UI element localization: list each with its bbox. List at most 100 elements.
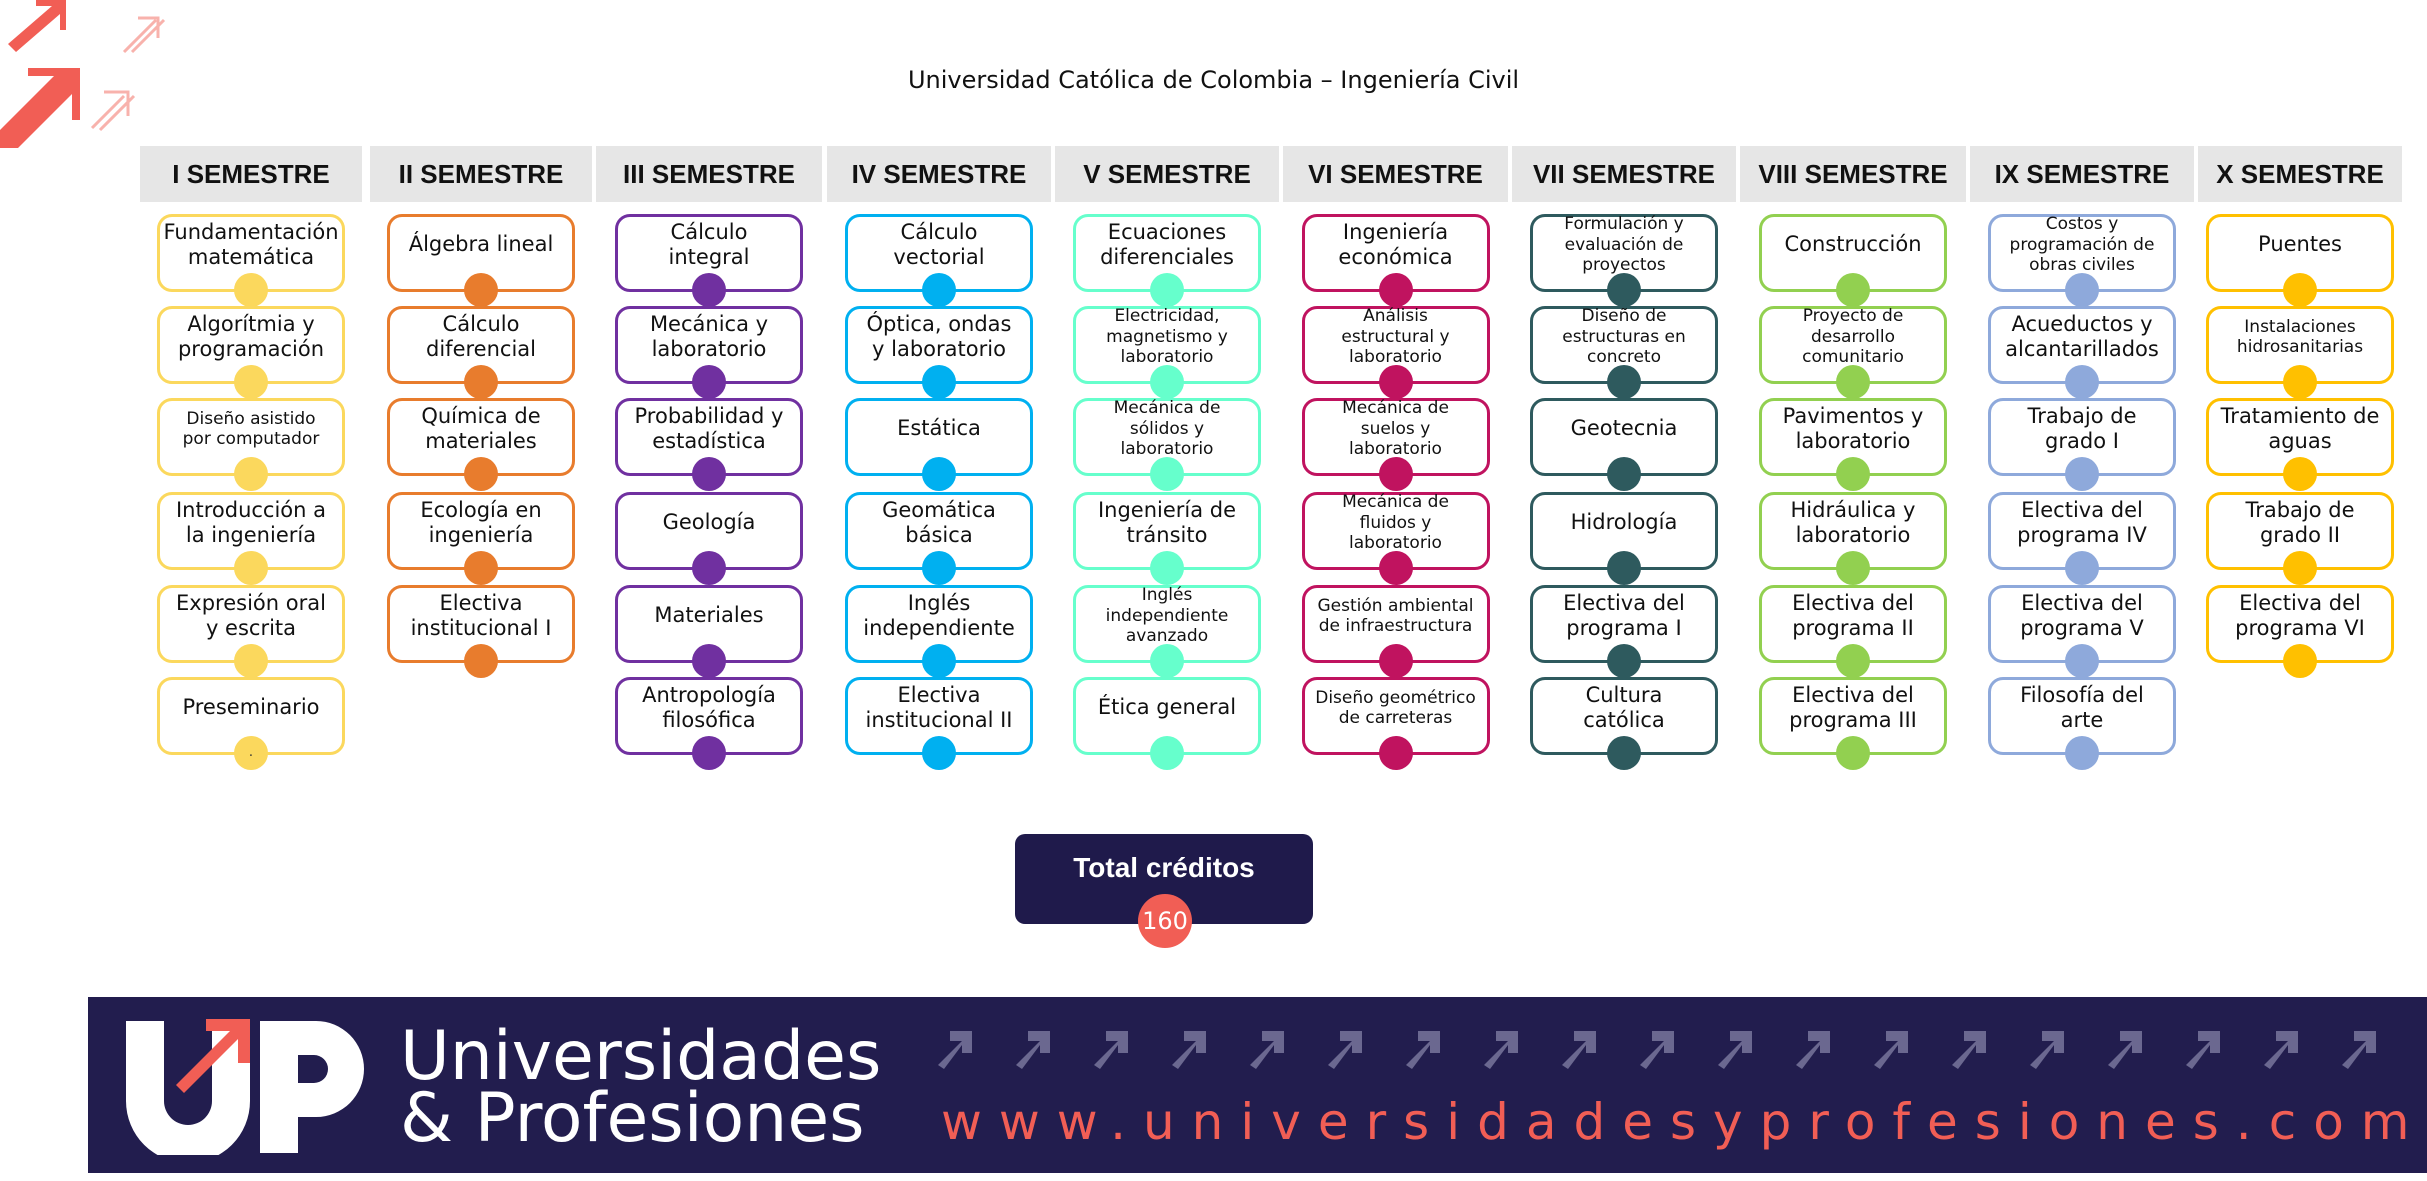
course-dot-icon xyxy=(464,644,498,678)
course-name: Probabilidad y estadística xyxy=(634,403,784,453)
course-card: Fundamentación matemática xyxy=(157,214,345,307)
course-dot-icon xyxy=(692,551,726,585)
course-card: Geomática básica xyxy=(845,492,1033,585)
arrow-icon xyxy=(176,1019,250,1093)
course-dot-icon xyxy=(464,551,498,585)
course-name: Electiva institucional II xyxy=(865,682,1013,732)
course-card: Preseminario. xyxy=(157,677,345,770)
course-dot-icon xyxy=(692,457,726,491)
course-card: Análisis estructural y laboratorio xyxy=(1301,306,1490,399)
page-title: Universidad Católica de Colombia – Ingen… xyxy=(907,66,1520,94)
course-card: Óptica, ondas y laboratorio xyxy=(845,306,1033,399)
course-dot-icon xyxy=(464,365,498,399)
course-name: Mecánica de suelos y laboratorio xyxy=(1342,398,1449,460)
course-name: Diseño geométrico de carreteras xyxy=(1315,687,1476,728)
course-card: Electiva del programa I xyxy=(1530,585,1718,678)
course-name: Algorítmia y programación xyxy=(177,311,325,361)
course-name: Electiva del programa IV xyxy=(2017,497,2147,547)
arrow-icon xyxy=(2108,1031,2142,1069)
course-dot-icon xyxy=(2065,365,2099,399)
course-card: Geotecnia xyxy=(1530,398,1718,491)
course-name: Álgebra lineal xyxy=(408,232,554,257)
course-card: Electiva del programa VI xyxy=(2206,585,2394,678)
course-dot-icon xyxy=(1607,273,1641,307)
course-dot-icon xyxy=(922,551,956,585)
course-dot-icon xyxy=(1607,644,1641,678)
course-dot-icon xyxy=(234,273,268,307)
course-card: Álgebra lineal xyxy=(387,214,575,307)
course-card: Electiva institucional II xyxy=(845,677,1033,770)
brand-name-line1: Universidades xyxy=(400,1017,882,1096)
course-card: Cultura católica xyxy=(1530,677,1718,770)
course-name: Materiales xyxy=(654,603,764,628)
course-dot-icon xyxy=(1378,551,1413,585)
course-name: Inglés independiente xyxy=(863,590,1015,640)
course-dot-icon xyxy=(1378,365,1413,399)
course-name: Trabajo de grado II xyxy=(2245,497,2355,547)
course-dot-icon xyxy=(234,551,268,585)
course-name: Análisis estructural y laboratorio xyxy=(1341,306,1450,368)
course-name: Instalaciones hidrosanitarias xyxy=(2236,316,2364,357)
course-name: Hidrología xyxy=(1570,510,1678,535)
course-name: Cultura católica xyxy=(1583,682,1665,732)
course-dot-icon xyxy=(1150,551,1184,585)
course-dot-icon xyxy=(234,457,268,491)
course-name: Tratamiento de aguas xyxy=(2220,403,2380,453)
corner-arrows-decoration xyxy=(0,0,166,148)
course-dot-icon: . xyxy=(234,736,268,770)
course-dot-icon xyxy=(922,644,956,678)
course-card: Diseño de estructuras en concreto xyxy=(1530,306,1718,399)
arrow-icon xyxy=(1016,1031,1050,1069)
arrow-icon xyxy=(1250,1031,1284,1069)
semester-header: I SEMESTRE xyxy=(140,146,362,202)
course-card: Construcción xyxy=(1759,214,1947,307)
footer-banner: Universidades & Profesiones www.universi… xyxy=(88,997,2427,1173)
course-dot-icon xyxy=(692,644,726,678)
course-dot-icon xyxy=(692,365,726,399)
course-name: Diseño de estructuras en concreto xyxy=(1562,306,1686,368)
course-card: Mecánica y laboratorio xyxy=(615,306,803,399)
arrow-icon xyxy=(1406,1031,1440,1069)
course-dot-icon xyxy=(2065,736,2099,770)
arrow-icon xyxy=(1718,1031,1752,1069)
arrow-icon xyxy=(1796,1031,1830,1069)
course-card: Tratamiento de aguas xyxy=(2206,398,2394,491)
course-card: Mecánica de suelos y laboratorio xyxy=(1301,398,1490,491)
course-dot-icon xyxy=(1836,457,1870,491)
arrow-icon xyxy=(1640,1031,1674,1069)
course-name: Electiva del programa II xyxy=(1792,590,1914,640)
course-card: Pavimentos y laboratorio xyxy=(1759,398,1947,491)
semester-header: IX SEMESTRE xyxy=(1970,146,2194,202)
course-dot-icon xyxy=(1607,736,1641,770)
course-dot-icon xyxy=(2065,273,2099,307)
course-dot-icon xyxy=(922,273,956,307)
course-name: Mecánica y laboratorio xyxy=(649,311,769,361)
semester-header: IV SEMESTRE xyxy=(827,146,1051,202)
semester-header: VII SEMESTRE xyxy=(1512,146,1736,202)
semester-header: V SEMESTRE xyxy=(1055,146,1279,202)
course-card: Inglés independiente xyxy=(845,585,1033,678)
course-card: Cálculo vectorial xyxy=(845,214,1033,307)
arrow-icon xyxy=(1094,1031,1128,1069)
course-card: Filosofía del arte xyxy=(1988,677,2176,770)
arrow-icon xyxy=(2186,1031,2220,1069)
course-card: Geología xyxy=(615,492,803,585)
course-card: Costos y programación de obras civiles xyxy=(1988,214,2176,307)
course-card: Mecánica de sólidos y laboratorio xyxy=(1073,398,1261,491)
course-name: Antropología filosófica xyxy=(642,682,776,732)
course-dot-icon xyxy=(234,644,268,678)
course-name: Cálculo integral xyxy=(668,219,750,269)
arrow-icon xyxy=(2030,1031,2064,1069)
arrow-icon xyxy=(938,1031,972,1069)
course-card: Ecología en ingeniería xyxy=(387,492,575,585)
course-dot-icon xyxy=(1836,736,1870,770)
course-card: Proyecto de desarrollo comunitario xyxy=(1759,306,1947,399)
course-dot-icon xyxy=(2283,551,2317,585)
course-dot-icon xyxy=(1836,551,1870,585)
course-card: Cálculo diferencial xyxy=(387,306,575,399)
course-card: Cálculo integral xyxy=(615,214,803,307)
course-name: Fundamentación matemática xyxy=(163,219,339,269)
course-name: Costos y programación de obras civiles xyxy=(2009,214,2155,276)
course-name: Inglés independiente avanzado xyxy=(1105,585,1229,647)
arrow-icon xyxy=(1172,1031,1206,1069)
